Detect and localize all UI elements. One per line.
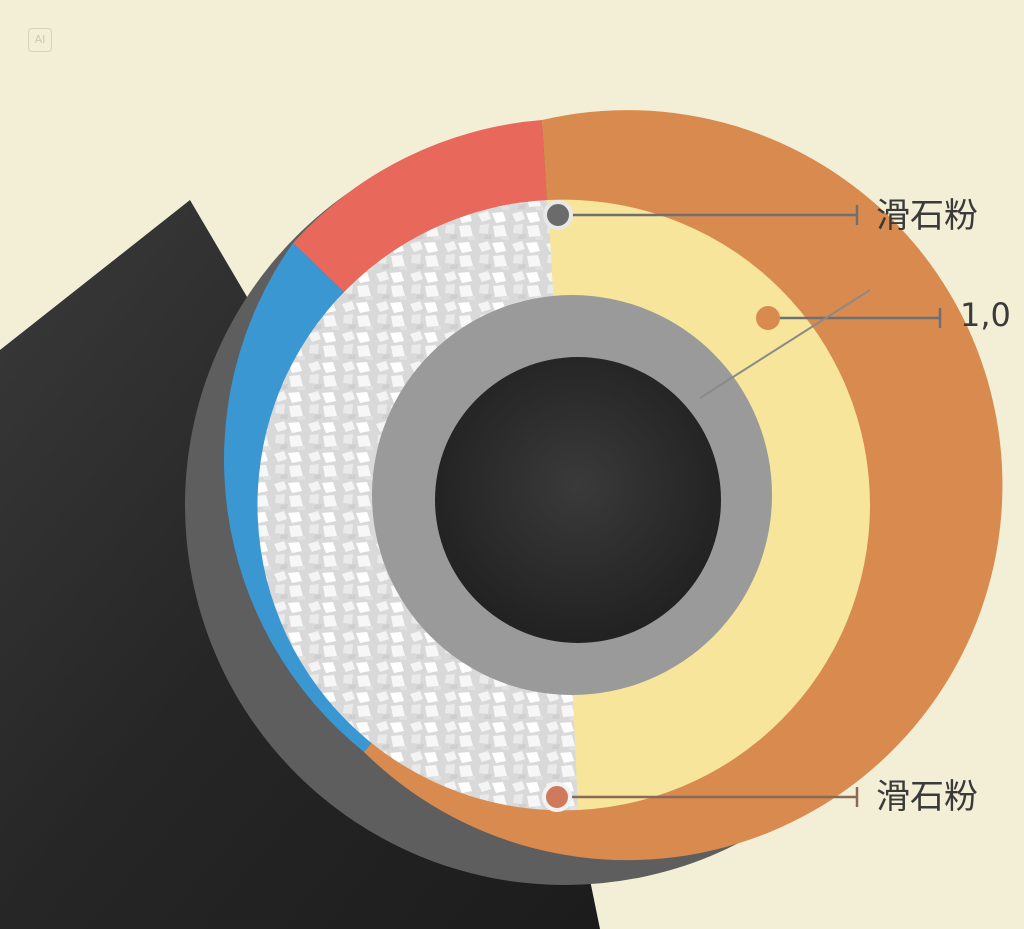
label-talc-top: 滑石粉	[876, 196, 978, 236]
callout-dot-number	[756, 306, 780, 330]
label-talc-bottom: 滑石粉	[876, 777, 978, 817]
callout-dot-talc-bottom	[542, 782, 572, 812]
label-number: 1,0	[960, 296, 1011, 334]
callout-dot-talc-top	[543, 200, 573, 230]
ai-watermark: AI	[28, 28, 52, 52]
leader-line-pointer	[699, 289, 871, 399]
cable-core	[435, 357, 721, 643]
